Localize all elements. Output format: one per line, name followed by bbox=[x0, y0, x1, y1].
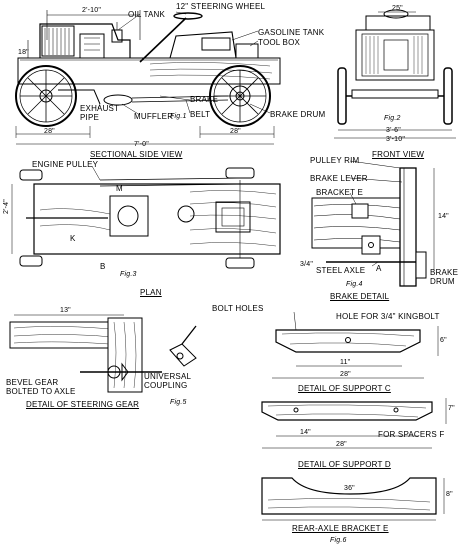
fig3-label: Fig.3 bbox=[120, 271, 137, 278]
side-view-caption: SECTIONAL SIDE VIEW bbox=[90, 150, 183, 159]
bolt-holes-label: BOLT HOLES bbox=[212, 304, 264, 313]
steering-wheel-label: 12" STEERING WHEEL bbox=[176, 2, 266, 11]
fig2-top-dimension: 25" bbox=[392, 5, 403, 12]
brake-drum-label: BRAKE DRUM bbox=[270, 110, 326, 119]
plan-m-label: M bbox=[116, 184, 123, 193]
fig1-left-dimension: 18" bbox=[18, 49, 29, 56]
plan-caption: PLAN bbox=[140, 288, 162, 297]
fig4-label: Fig.4 bbox=[346, 281, 363, 288]
brake-a-label: A bbox=[376, 264, 382, 273]
bevel-gear-label: BEVEL GEAR BOLTED TO AXLE bbox=[6, 378, 76, 396]
fig6-label: Fig.6 bbox=[330, 537, 347, 544]
axle-dimension: 3/4" bbox=[300, 261, 314, 268]
support-c-mid-dimension: 11" bbox=[340, 359, 351, 366]
muffler-label: MUFFLER bbox=[134, 112, 174, 121]
bracket-e-width-dimension: 36" bbox=[344, 485, 355, 492]
fig1-bottom-left-dimension: 28" bbox=[44, 128, 55, 135]
fig5-label: Fig.5 bbox=[170, 399, 187, 406]
engine-pulley-label: ENGINE PULLEY bbox=[32, 160, 99, 169]
support-d-bottom-dimension: 28" bbox=[336, 441, 347, 448]
front-view-drawing bbox=[334, 9, 456, 139]
side-view-drawing bbox=[15, 10, 281, 145]
steel-axle-label: STEEL AXLE bbox=[316, 266, 366, 275]
oil-tank-label: OIL TANK bbox=[128, 10, 166, 19]
brake-detail-caption: BRAKE DETAIL bbox=[330, 292, 390, 301]
fig1-overall-dimension: 7'-0" bbox=[134, 141, 149, 148]
plan-k-label: K bbox=[70, 234, 76, 243]
brake-height-dimension: 14" bbox=[438, 213, 449, 220]
plan-width-dimension: 2'-4" bbox=[3, 199, 10, 214]
pulley-rim-label: PULLEY RIM bbox=[310, 156, 360, 165]
support-d-mid-dimension: 14" bbox=[300, 429, 311, 436]
brake-drum-detail-label: BRAKE DRUM bbox=[430, 268, 459, 286]
spacers-label: FOR SPACERS F bbox=[378, 430, 445, 439]
support-c-bottom-dimension: 28" bbox=[340, 371, 351, 378]
belt-label: BELT bbox=[190, 110, 211, 119]
supports-drawing bbox=[261, 311, 447, 521]
support-d-height-dimension: 7" bbox=[448, 405, 455, 412]
brake-label: BRAKE bbox=[190, 95, 219, 104]
front-view-caption: FRONT VIEW bbox=[372, 150, 425, 159]
bracket-e-label: BRACKET E bbox=[316, 188, 363, 197]
fig2-bottom-dimension-2: 3'-10" bbox=[386, 136, 406, 143]
support-d-caption: DETAIL OF SUPPORT D bbox=[298, 460, 391, 469]
steering-gear-caption: DETAIL OF STEERING GEAR bbox=[26, 400, 140, 409]
exhaust-pipe-label: EXHAUST PIPE bbox=[80, 104, 120, 122]
bracket-e-caption: REAR-AXLE BRACKET E bbox=[292, 524, 389, 533]
fig2-label: Fig.2 bbox=[384, 115, 401, 122]
support-c-caption: DETAIL OF SUPPORT C bbox=[298, 384, 391, 393]
plan-wood-grain bbox=[39, 190, 277, 247]
steering-top-dimension: 13" bbox=[60, 307, 71, 314]
steering-gear-drawing bbox=[9, 314, 197, 393]
brake-detail-drawing bbox=[311, 160, 435, 287]
universal-coupling-label: UNIVERSAL COUPLING bbox=[144, 372, 192, 390]
gasoline-tank-label: GASOLINE TANK bbox=[258, 28, 325, 37]
tool-box-label: TOOL BOX bbox=[258, 38, 301, 47]
brake-lever-label: BRAKE LEVER bbox=[310, 174, 368, 183]
plan-drawing bbox=[11, 165, 281, 269]
plan-b-label: B bbox=[100, 262, 106, 271]
fig2-bottom-dimension-1: 3'-6" bbox=[386, 127, 401, 134]
fig1-bottom-right-dimension: 28" bbox=[230, 128, 241, 135]
bracket-e-height-dimension: 8" bbox=[446, 491, 453, 498]
fig1-top-dimension: 2'-10" bbox=[82, 7, 102, 14]
support-c-height-dimension: 6" bbox=[440, 337, 447, 344]
kingbolt-hole-label: HOLE FOR 3/4" KINGBOLT bbox=[336, 312, 440, 321]
fig1-label: Fig.1 bbox=[170, 113, 187, 120]
